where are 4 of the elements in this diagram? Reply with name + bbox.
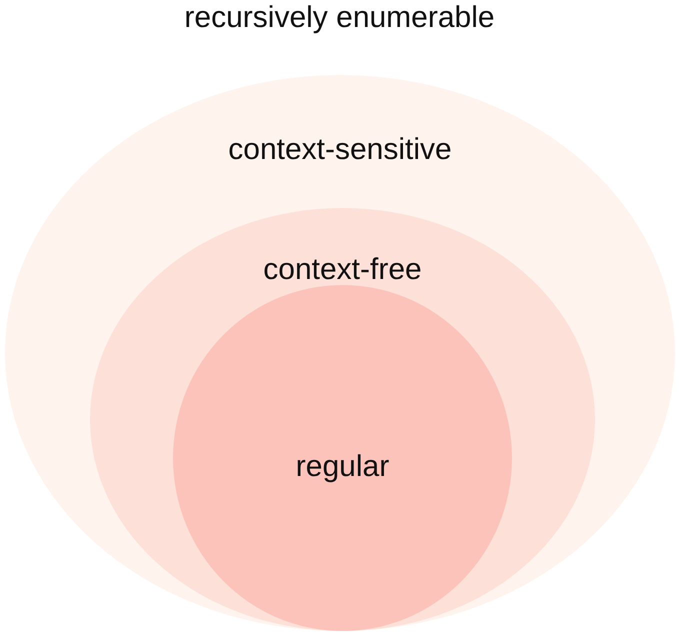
set-label: context-sensitive: [228, 133, 452, 167]
set-label: context-free: [263, 253, 422, 287]
outer-set-label: recursively enumerable: [184, 1, 495, 35]
set-label: regular: [296, 450, 390, 484]
